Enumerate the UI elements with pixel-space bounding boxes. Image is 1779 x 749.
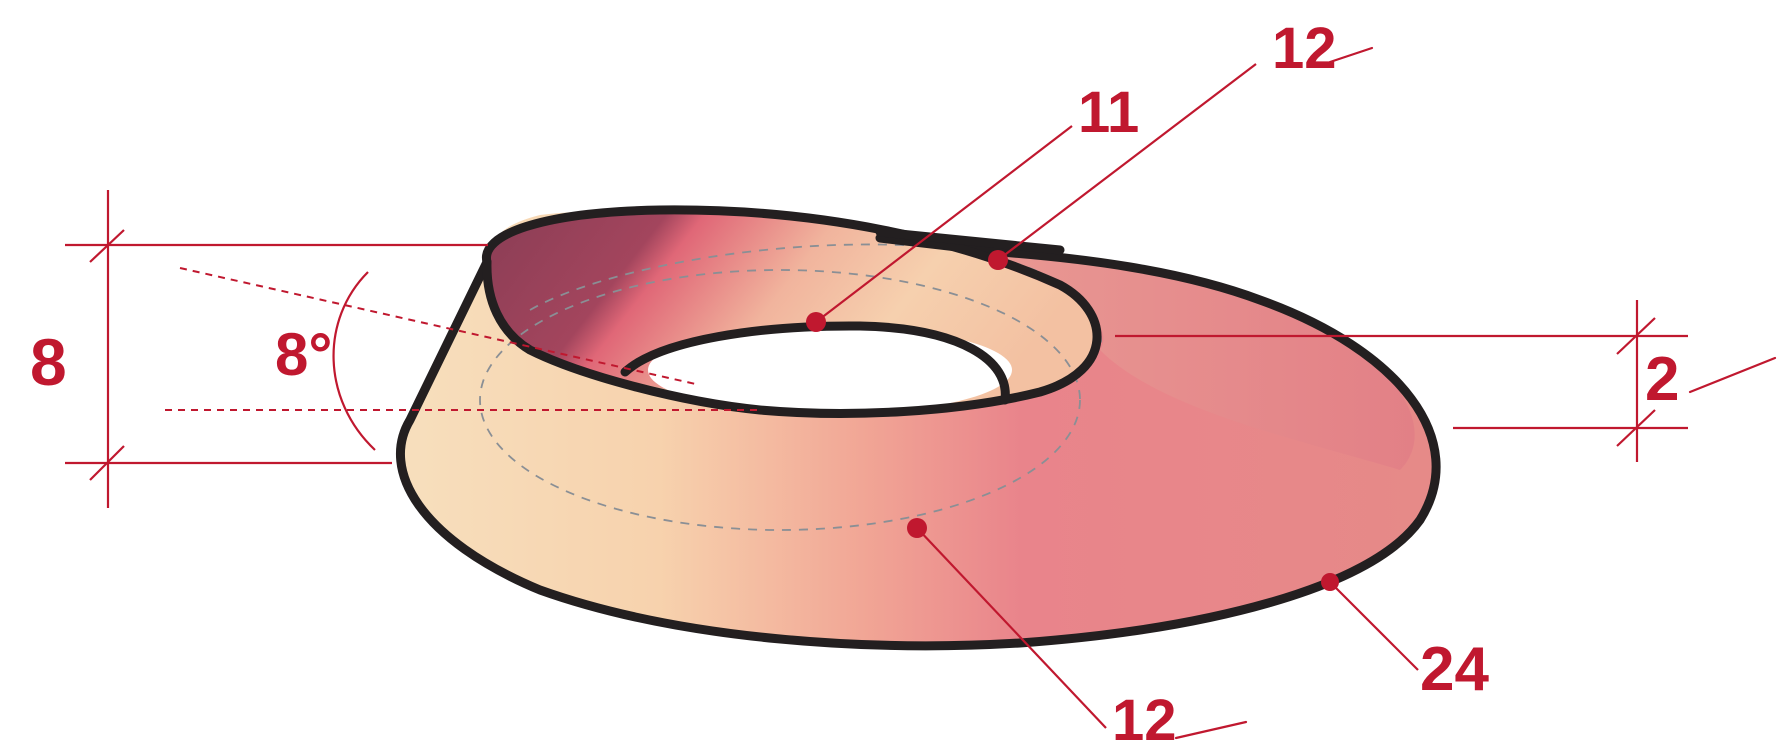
angle-dimension: 8° [165, 267, 760, 451]
washer-hole [648, 326, 1012, 414]
height-dimension: 8 [30, 190, 488, 508]
height-label: 8 [30, 325, 67, 399]
top-edge-label: 12 [1272, 16, 1337, 81]
top-edge-leader: 12 [988, 16, 1374, 270]
washer-outline-top [482, 205, 1102, 418]
inner-leader: 11 [806, 80, 1139, 332]
inner-label: 11 [1078, 80, 1139, 145]
hidden-edge-outer [479, 269, 1081, 531]
washer-outline-outer [396, 233, 1441, 651]
washer-back-rim-line [875, 227, 1065, 255]
mid-leader: 12 [907, 518, 1248, 749]
thickness-label: 2 [1645, 345, 1679, 414]
outer-label: 24 [1420, 635, 1489, 704]
washer-rim-face [880, 238, 1415, 470]
hidden-edge-top [529, 243, 1102, 351]
thickness-dimension: 2 [1115, 300, 1777, 462]
washer-hole-outline [620, 321, 1010, 405]
mid-label: 12 [1112, 688, 1177, 749]
angle-label: 8° [275, 321, 332, 388]
washer-body [396, 205, 1441, 651]
outer-leader: 24 [1321, 573, 1489, 704]
